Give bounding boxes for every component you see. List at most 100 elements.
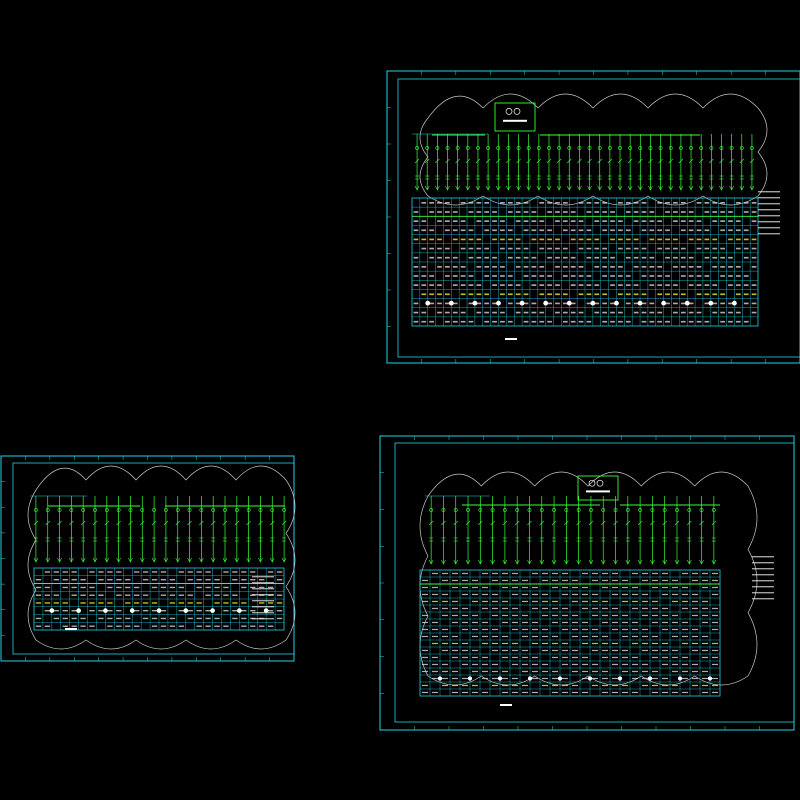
feeder-circuit[interactable] bbox=[45, 496, 50, 563]
feeder-circuit[interactable] bbox=[597, 134, 602, 191]
feeder-circuit[interactable] bbox=[187, 496, 192, 563]
table-cell-text bbox=[107, 579, 113, 581]
feeder-circuit[interactable] bbox=[495, 134, 501, 191]
feeder-circuit[interactable] bbox=[551, 496, 557, 565]
feeder-circuit[interactable] bbox=[33, 496, 39, 563]
feeder-circuit[interactable] bbox=[600, 496, 606, 565]
feeder-circuit[interactable] bbox=[607, 134, 613, 191]
arrow-symbol bbox=[567, 185, 572, 191]
feeder-circuit[interactable] bbox=[556, 134, 562, 191]
feeder-circuit[interactable] bbox=[502, 496, 508, 565]
feeder-circuit[interactable] bbox=[210, 496, 216, 563]
feeder-circuit[interactable] bbox=[490, 496, 495, 565]
feeder-circuit[interactable] bbox=[719, 134, 724, 191]
table-cell-text bbox=[696, 238, 702, 241]
arrow-symbol bbox=[650, 559, 655, 565]
arrow-symbol bbox=[502, 559, 508, 565]
table-cell-text bbox=[572, 635, 578, 638]
feeder-circuit[interactable] bbox=[163, 496, 169, 563]
feeder-circuit[interactable] bbox=[699, 496, 704, 565]
feeder-circuit[interactable] bbox=[465, 134, 471, 191]
feeder-circuit[interactable] bbox=[258, 496, 263, 563]
feeder-circuit[interactable] bbox=[674, 496, 680, 565]
feeder-circuit[interactable] bbox=[104, 496, 110, 563]
feeder-circuit[interactable] bbox=[688, 134, 694, 191]
sheet-bottom-right[interactable] bbox=[379, 435, 795, 731]
meter-symbol bbox=[677, 676, 683, 681]
feeder-circuit[interactable] bbox=[69, 496, 74, 563]
feeder-circuit[interactable] bbox=[516, 134, 521, 191]
table-cell-text bbox=[712, 311, 718, 314]
feeder-circuit[interactable] bbox=[441, 496, 446, 565]
table-cell-text bbox=[622, 593, 628, 596]
feeder-circuit[interactable] bbox=[687, 496, 692, 565]
feeder-circuit[interactable] bbox=[57, 496, 62, 563]
feeder-circuit[interactable] bbox=[92, 496, 98, 563]
feeder-circuit[interactable] bbox=[175, 496, 180, 563]
feeder-circuit[interactable] bbox=[414, 134, 420, 191]
feeder-circuit[interactable] bbox=[445, 134, 450, 191]
feeder-circuit[interactable] bbox=[749, 134, 755, 191]
feeder-circuit[interactable] bbox=[739, 134, 745, 191]
feeder-circuit[interactable] bbox=[465, 496, 471, 565]
feeder-circuit[interactable] bbox=[638, 134, 643, 191]
feeder-circuit[interactable] bbox=[506, 134, 511, 191]
feeder-circuit[interactable] bbox=[475, 134, 481, 191]
feeder-circuit[interactable] bbox=[281, 496, 287, 563]
table-cell-text bbox=[462, 586, 468, 589]
feeder-circuit[interactable] bbox=[627, 134, 633, 191]
feeder-circuit[interactable] bbox=[698, 134, 704, 191]
feeder-circuit[interactable] bbox=[729, 134, 734, 191]
feeder-circuit[interactable] bbox=[625, 496, 631, 565]
table-cell-text bbox=[592, 677, 598, 680]
table-cell-text bbox=[641, 266, 647, 268]
table-cell-text bbox=[223, 610, 229, 612]
feeder-circuit[interactable] bbox=[637, 496, 643, 565]
table-cell-text bbox=[618, 202, 623, 204]
feeder-circuit[interactable] bbox=[668, 134, 674, 191]
feeder-circuit[interactable] bbox=[539, 496, 545, 565]
feeder-circuit[interactable] bbox=[526, 134, 531, 191]
feeder-circuit[interactable] bbox=[564, 496, 569, 565]
feeder-circuit[interactable] bbox=[711, 496, 717, 565]
feeder-circuit[interactable] bbox=[662, 496, 667, 565]
feeder-circuit[interactable] bbox=[199, 496, 204, 563]
feeder-circuit[interactable] bbox=[527, 496, 532, 565]
feeder-circuit[interactable] bbox=[246, 496, 251, 563]
feeder-circuit[interactable] bbox=[546, 134, 552, 191]
feeder-circuit[interactable] bbox=[650, 496, 655, 565]
sheet-top-right[interactable] bbox=[386, 70, 800, 364]
feeder-circuit[interactable] bbox=[648, 134, 653, 191]
feeder-circuit[interactable] bbox=[140, 496, 145, 563]
feeder-circuit[interactable] bbox=[587, 134, 592, 191]
feeder-circuit[interactable] bbox=[234, 496, 240, 563]
feeder-circuit[interactable] bbox=[567, 134, 572, 191]
feeder-circuit[interactable] bbox=[435, 134, 440, 191]
feeder-circuit[interactable] bbox=[709, 134, 714, 191]
feeder-circuit[interactable] bbox=[678, 134, 684, 191]
feeder-circuit[interactable] bbox=[514, 496, 520, 565]
feeder-circuit[interactable] bbox=[424, 134, 430, 191]
sheet-left[interactable] bbox=[0, 455, 296, 662]
feeder-circuit[interactable] bbox=[116, 496, 121, 563]
feeder-circuit[interactable] bbox=[428, 496, 434, 565]
feeder-circuit[interactable] bbox=[151, 496, 157, 563]
feeder-circuit[interactable] bbox=[222, 496, 228, 563]
feeder-circuit[interactable] bbox=[613, 496, 618, 565]
table-cell-text bbox=[562, 684, 568, 687]
feeder-circuit[interactable] bbox=[478, 496, 483, 565]
feeder-circuit[interactable] bbox=[617, 134, 623, 191]
feeder-circuit[interactable] bbox=[453, 496, 458, 565]
feeder-circuit[interactable] bbox=[536, 134, 542, 191]
feeder-circuit[interactable] bbox=[577, 134, 582, 191]
feeder-circuit[interactable] bbox=[455, 134, 460, 191]
feeder-circuit[interactable] bbox=[658, 134, 663, 191]
feeder-circuit[interactable] bbox=[80, 496, 86, 563]
feeder-circuit[interactable] bbox=[270, 496, 275, 563]
feeder-circuit[interactable] bbox=[576, 496, 581, 565]
feeder-circuit[interactable] bbox=[128, 496, 133, 563]
feeder-circuit[interactable] bbox=[588, 496, 594, 565]
feeder-circuit[interactable] bbox=[485, 134, 491, 191]
